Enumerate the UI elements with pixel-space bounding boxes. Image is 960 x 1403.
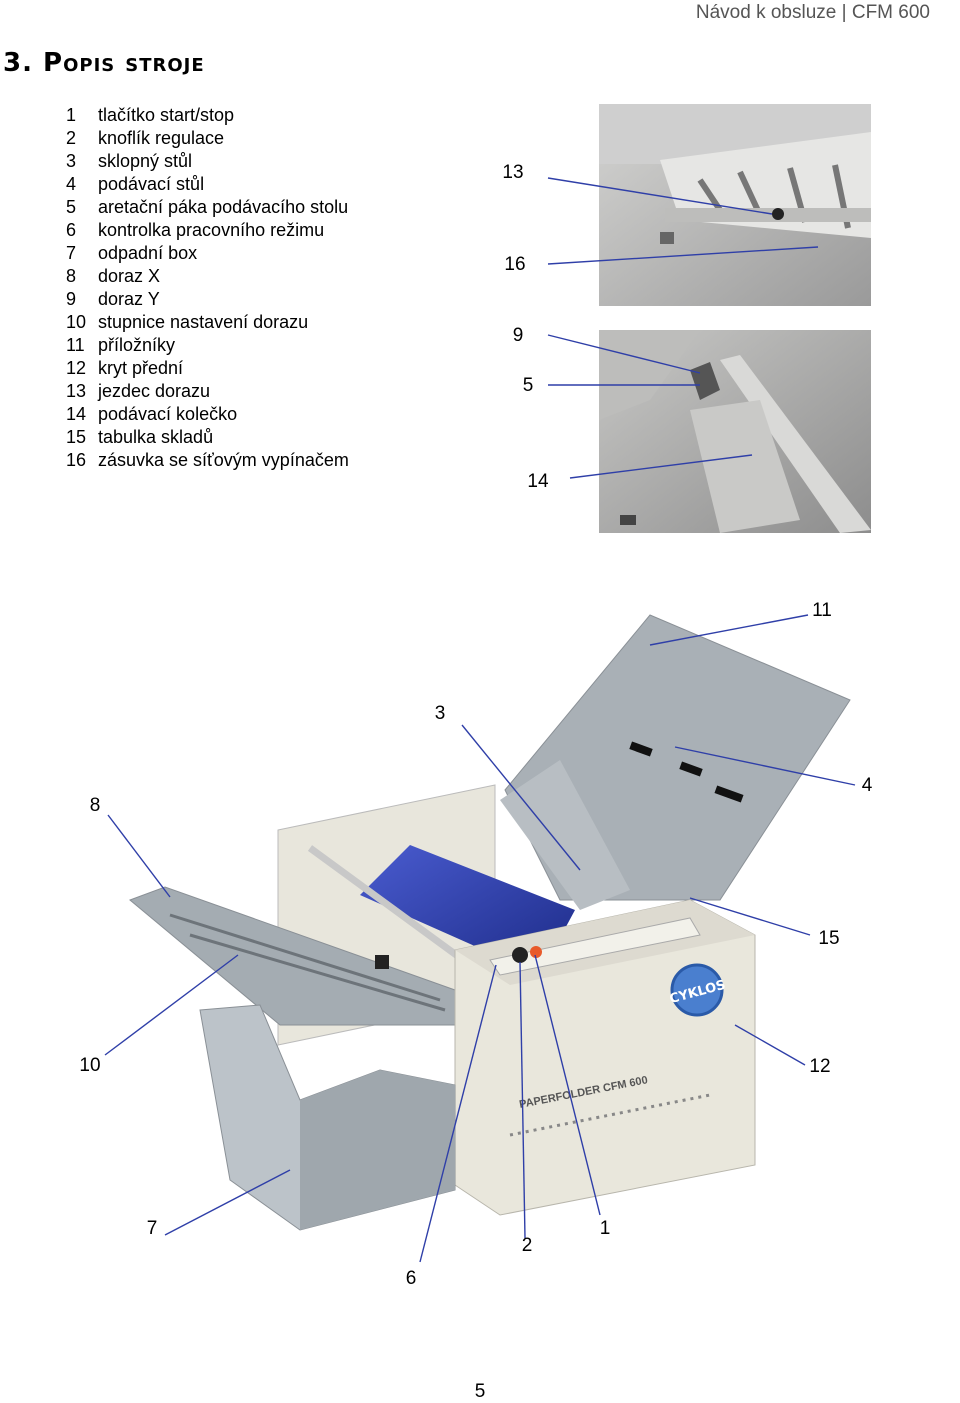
callout-16: 16 bbox=[504, 254, 526, 275]
page-header: Návod k obsluze | CFM 600 bbox=[695, 2, 930, 23]
callout-10: 10 bbox=[79, 1055, 101, 1076]
page-number: 5 bbox=[474, 1381, 486, 1402]
section-title: 3. Popis stroje bbox=[3, 48, 205, 78]
callout-6: 6 bbox=[405, 1268, 417, 1289]
callout-11: 11 bbox=[812, 600, 832, 621]
callout-15: 15 bbox=[818, 928, 840, 949]
callout-14: 14 bbox=[527, 471, 549, 492]
callout-13: 13 bbox=[502, 162, 524, 183]
callout-8: 8 bbox=[89, 795, 101, 816]
callout-leader-lines bbox=[104, 177, 856, 1263]
callout-5: 5 bbox=[522, 375, 534, 396]
callout-12: 12 bbox=[809, 1056, 831, 1077]
callout-2: 2 bbox=[521, 1235, 533, 1256]
callout-9: 9 bbox=[512, 325, 524, 346]
machine-illustration: CYKLOS PAPERFOLDER CFM 600 bbox=[129, 614, 851, 1231]
callout-4: 4 bbox=[861, 775, 873, 796]
detail-photo-feed-table bbox=[599, 104, 871, 306]
callout-7: 7 bbox=[146, 1218, 158, 1239]
callout-3: 3 bbox=[434, 703, 446, 724]
callout-1: 1 bbox=[599, 1218, 611, 1239]
detail-photo-stop bbox=[599, 330, 871, 533]
